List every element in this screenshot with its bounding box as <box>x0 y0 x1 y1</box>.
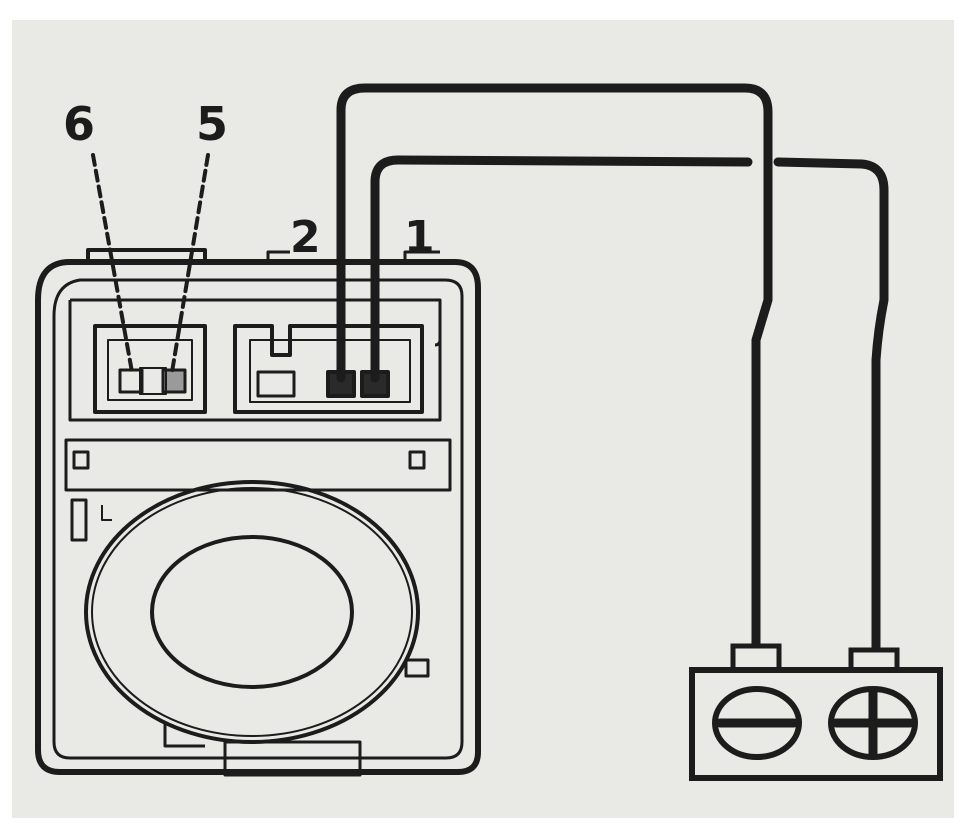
coil-tab-bottom <box>163 722 205 748</box>
band-notch-left <box>72 450 90 470</box>
component-housing <box>35 248 481 777</box>
plus-icon <box>828 686 918 760</box>
wires <box>336 83 889 655</box>
housing-outer-wall <box>35 259 481 775</box>
coil-outer-ring-inner <box>91 487 413 737</box>
label-terminal-6: 6 <box>63 97 95 151</box>
right-socket-spare-pin <box>256 370 296 398</box>
housing-top-tab-right <box>403 250 440 262</box>
battery <box>689 643 943 781</box>
housing-top-tab-mid <box>266 250 290 262</box>
leader-6 <box>91 153 134 374</box>
middle-band <box>64 438 452 492</box>
label-terminal-5: 5 <box>196 97 228 151</box>
right-socket-inner <box>249 339 411 403</box>
side-slot <box>70 498 88 542</box>
label-terminal-1: 1 <box>404 212 435 263</box>
leader-5 <box>170 153 210 374</box>
label-leaders <box>91 153 210 374</box>
compartment-frame <box>68 300 442 422</box>
housing-bottom-foot <box>223 740 362 777</box>
coil-tab-right <box>404 658 430 678</box>
coil-inner-ring <box>150 535 354 689</box>
wire-terminal-1-upper <box>370 155 753 383</box>
wire-terminal-2-to-negative <box>336 83 773 655</box>
housing-top-tab-left <box>86 248 207 262</box>
label-terminal-2: 2 <box>290 212 321 263</box>
right-socket <box>233 324 424 414</box>
minus-icon <box>712 686 802 760</box>
left-socket-inner <box>107 339 193 401</box>
wire-terminal-1-to-positive <box>773 157 889 655</box>
left-socket <box>93 324 207 414</box>
band-notch-right <box>408 450 426 470</box>
left-socket-divider <box>139 367 167 395</box>
side-slot-mark <box>101 505 112 521</box>
housing-inner-wall <box>52 278 464 760</box>
battery-negative-post <box>730 643 782 673</box>
